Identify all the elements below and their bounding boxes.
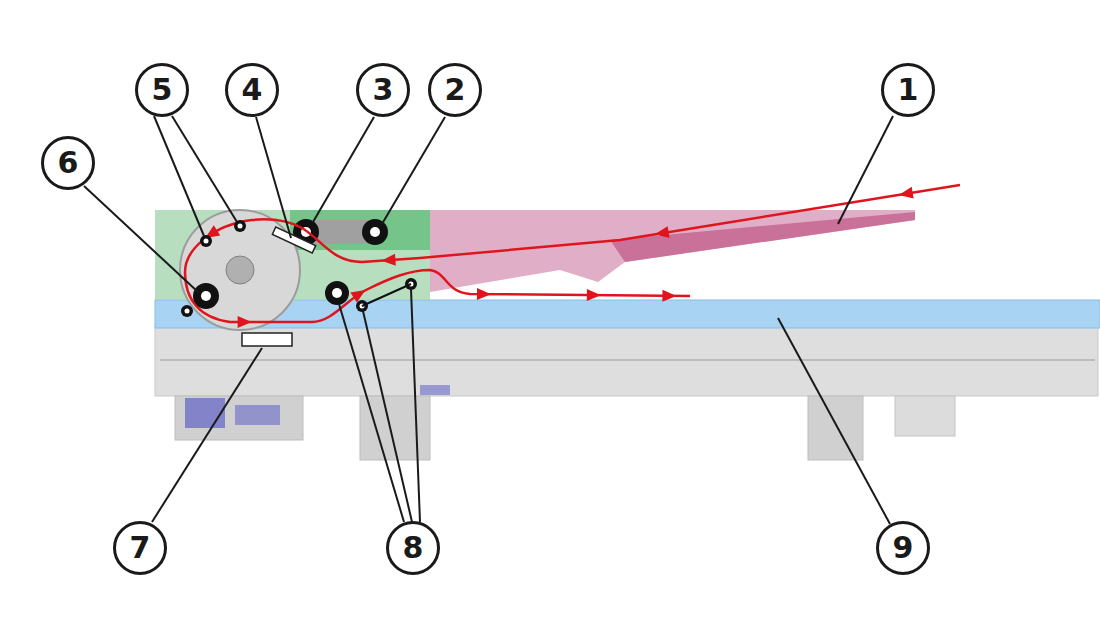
callout-number: 6: [58, 148, 79, 178]
callout-circle: 6: [41, 136, 95, 190]
roller-arm: [362, 284, 411, 306]
paper-path: [185, 185, 960, 322]
callout-number: 9: [893, 533, 914, 563]
base-foot: [808, 396, 863, 460]
roller: [193, 283, 219, 309]
tray-paddle: [610, 212, 915, 262]
roller-hub: [201, 291, 211, 301]
path-arrows: [202, 187, 914, 328]
base-foot: [175, 396, 303, 440]
scanner-glass: [155, 300, 1100, 328]
path-arrowhead: [654, 226, 670, 240]
callout-number: 2: [445, 75, 466, 105]
base-foot: [895, 396, 955, 436]
callout-number: 7: [130, 533, 151, 563]
callout-circle: 5: [135, 63, 189, 117]
callout-circle: 1: [881, 63, 935, 117]
base-part: [235, 405, 280, 425]
path-arrowhead: [238, 316, 252, 328]
roller-hub: [204, 239, 209, 244]
leader-line: [363, 311, 412, 522]
callout-number: 5: [152, 75, 173, 105]
leader-line: [411, 289, 420, 522]
callout-number: 4: [242, 75, 263, 105]
path-arrowhead: [381, 254, 396, 267]
callout-number: 8: [403, 533, 424, 563]
callout-number: 1: [898, 75, 919, 105]
callout-number: 3: [373, 75, 394, 105]
leader-line: [152, 348, 262, 522]
leader-line: [382, 117, 445, 224]
leader-line: [154, 116, 204, 236]
callout-circle: 4: [225, 63, 279, 117]
feed-drum: [180, 210, 300, 330]
leader-line: [84, 186, 198, 292]
roller: [325, 281, 349, 305]
callout-circle: 2: [428, 63, 482, 117]
path-arrowhead: [898, 187, 914, 201]
callout-circle: 3: [356, 63, 410, 117]
leader-line: [838, 116, 893, 224]
path-arrowhead: [662, 290, 676, 302]
leader-line: [313, 117, 374, 222]
callout-circle: 9: [876, 521, 930, 575]
leader-line: [256, 117, 291, 238]
roller: [362, 219, 388, 245]
roller-hub: [370, 227, 380, 237]
pinch-roller: [200, 235, 212, 247]
callout-circle: 8: [386, 521, 440, 575]
path-arrowhead: [477, 288, 491, 300]
roller-hub: [332, 288, 342, 298]
leader-lines: [84, 116, 893, 524]
scanner-base: [155, 326, 1098, 396]
scan-sensor: [242, 333, 292, 346]
roller-hub: [238, 224, 243, 229]
path-arrowhead: [350, 285, 368, 303]
pinch-roller: [181, 305, 193, 317]
separator-pad: [272, 227, 315, 253]
drum-hub: [226, 256, 254, 284]
base-part: [185, 398, 225, 428]
leader-line: [339, 304, 404, 522]
base-rail: [160, 359, 1095, 361]
leader-line: [778, 318, 890, 524]
roller-hub: [185, 309, 190, 314]
base-part: [420, 385, 450, 395]
path-arrowhead: [587, 289, 601, 301]
callout-circle: 7: [113, 521, 167, 575]
leader-line: [172, 116, 237, 222]
